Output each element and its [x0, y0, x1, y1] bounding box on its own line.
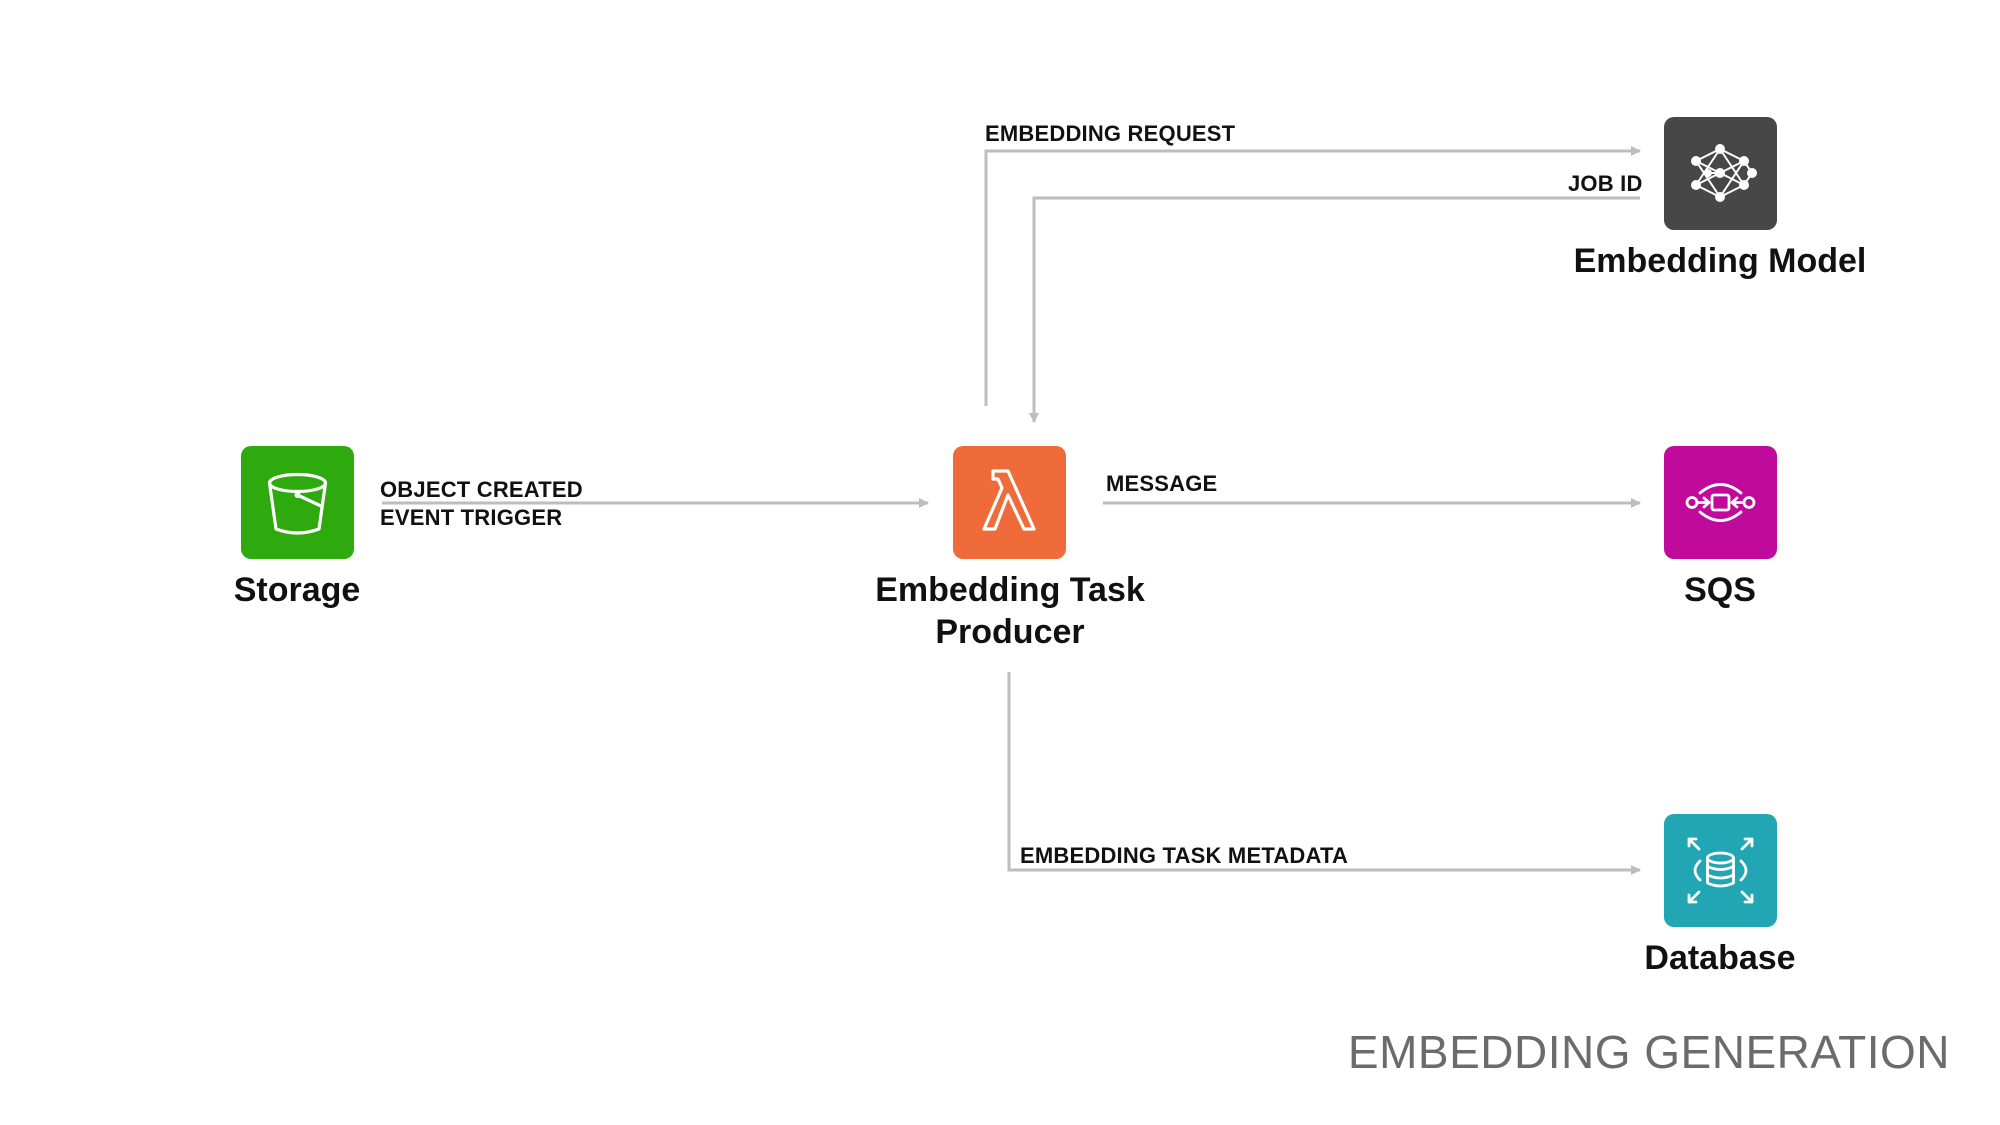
embedding-request-arrow — [984, 146, 1641, 406]
storage-node[interactable] — [241, 446, 354, 559]
message-label: MESSAGE — [1106, 471, 1218, 496]
producer-label-line2: Producer — [935, 613, 1085, 651]
metadata-arrow — [1007, 672, 1641, 875]
lambda-icon — [982, 469, 1036, 531]
job-id-arrow — [1029, 196, 1640, 423]
object-created-edge-label: OBJECT CREATED EVENT TRIGGER — [380, 476, 583, 532]
neural-network-icon — [1691, 144, 1757, 202]
diagram-title: EMBEDDING GENERATION — [1347, 1026, 1950, 1078]
sqs-node[interactable] — [1664, 446, 1777, 559]
database-node[interactable] — [1664, 814, 1777, 927]
job-id-label: JOB ID — [1568, 171, 1643, 196]
queue-icon — [1685, 483, 1756, 522]
embedding-model-node[interactable] — [1664, 117, 1777, 230]
object-created-label-line2: EVENT TRIGGER — [380, 505, 563, 530]
database-icon — [1687, 837, 1754, 904]
embedding-request-label: EMBEDDING REQUEST — [985, 121, 1236, 146]
database-label: Database — [1644, 939, 1796, 977]
producer-label: Embedding Task Producer — [860, 569, 1160, 653]
producer-label-line1: Embedding Task — [875, 571, 1145, 609]
embedding-model-label: Embedding Model — [1573, 242, 1867, 280]
object-created-label-line1: OBJECT CREATED — [380, 477, 583, 502]
sqs-label: SQS — [1684, 571, 1756, 609]
embedding-task-metadata-label: EMBEDDING TASK METADATA — [1020, 843, 1349, 868]
storage-label: Storage — [233, 571, 361, 609]
producer-node[interactable] — [953, 446, 1066, 559]
bucket-icon — [267, 472, 328, 535]
